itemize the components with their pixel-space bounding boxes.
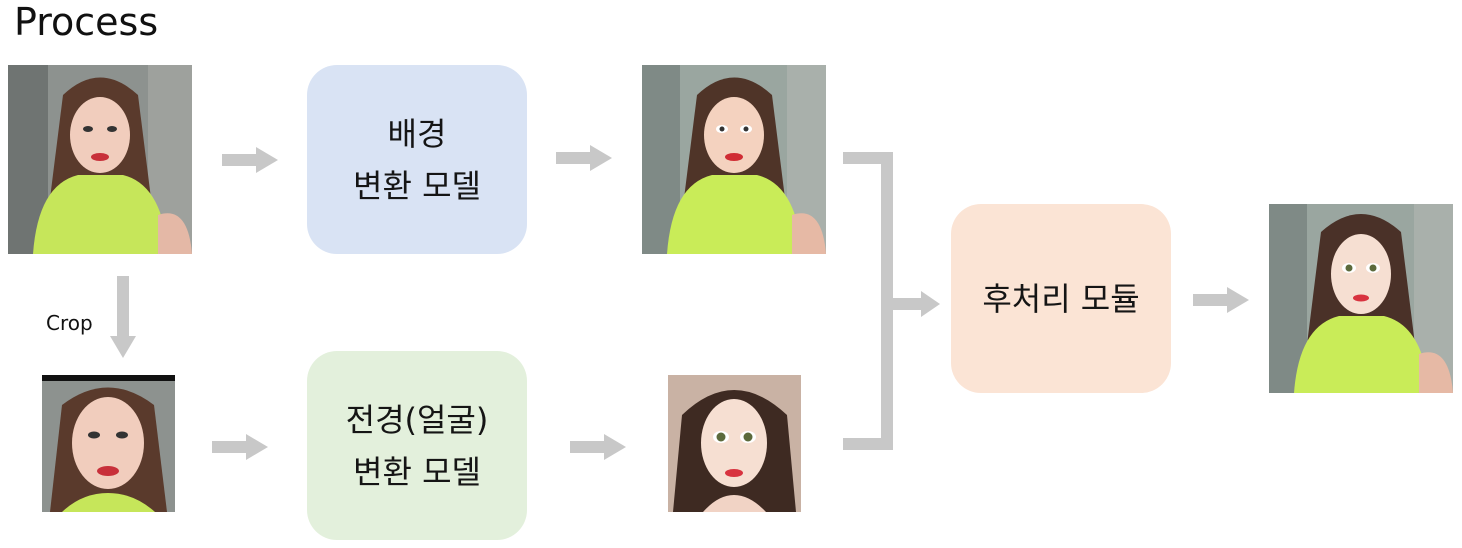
background-model-box: 배경 변환 모델 <box>307 65 527 254</box>
background-model-label-line1: 배경 <box>387 114 447 153</box>
arrow-right-icon <box>1193 287 1249 313</box>
face-model-label-line2: 변환 모델 <box>353 452 481 491</box>
crop-label: Crop <box>46 311 93 335</box>
arrow-right-icon <box>222 147 278 173</box>
background-output-photo <box>642 65 826 254</box>
arrow-right-icon <box>570 434 626 460</box>
background-model-label-line2: 변환 모델 <box>353 166 481 205</box>
input-photo <box>8 65 192 254</box>
merge-connector <box>843 152 940 450</box>
cropped-face-photo <box>42 375 175 512</box>
post-processing-module-box: 후처리 모듈 <box>951 204 1171 393</box>
arrow-right-icon <box>556 145 612 171</box>
face-model-box: 전경(얼굴) 변환 모델 <box>307 351 527 540</box>
face-model-label-line1: 전경(얼굴) <box>345 400 489 439</box>
face-output-photo <box>668 375 801 512</box>
page-title: Process <box>14 0 159 44</box>
arrow-right-icon <box>212 434 268 460</box>
final-output-photo <box>1269 204 1453 393</box>
post-processing-module-label: 후처리 모듈 <box>982 279 1140 318</box>
arrow-down-icon <box>110 276 136 358</box>
